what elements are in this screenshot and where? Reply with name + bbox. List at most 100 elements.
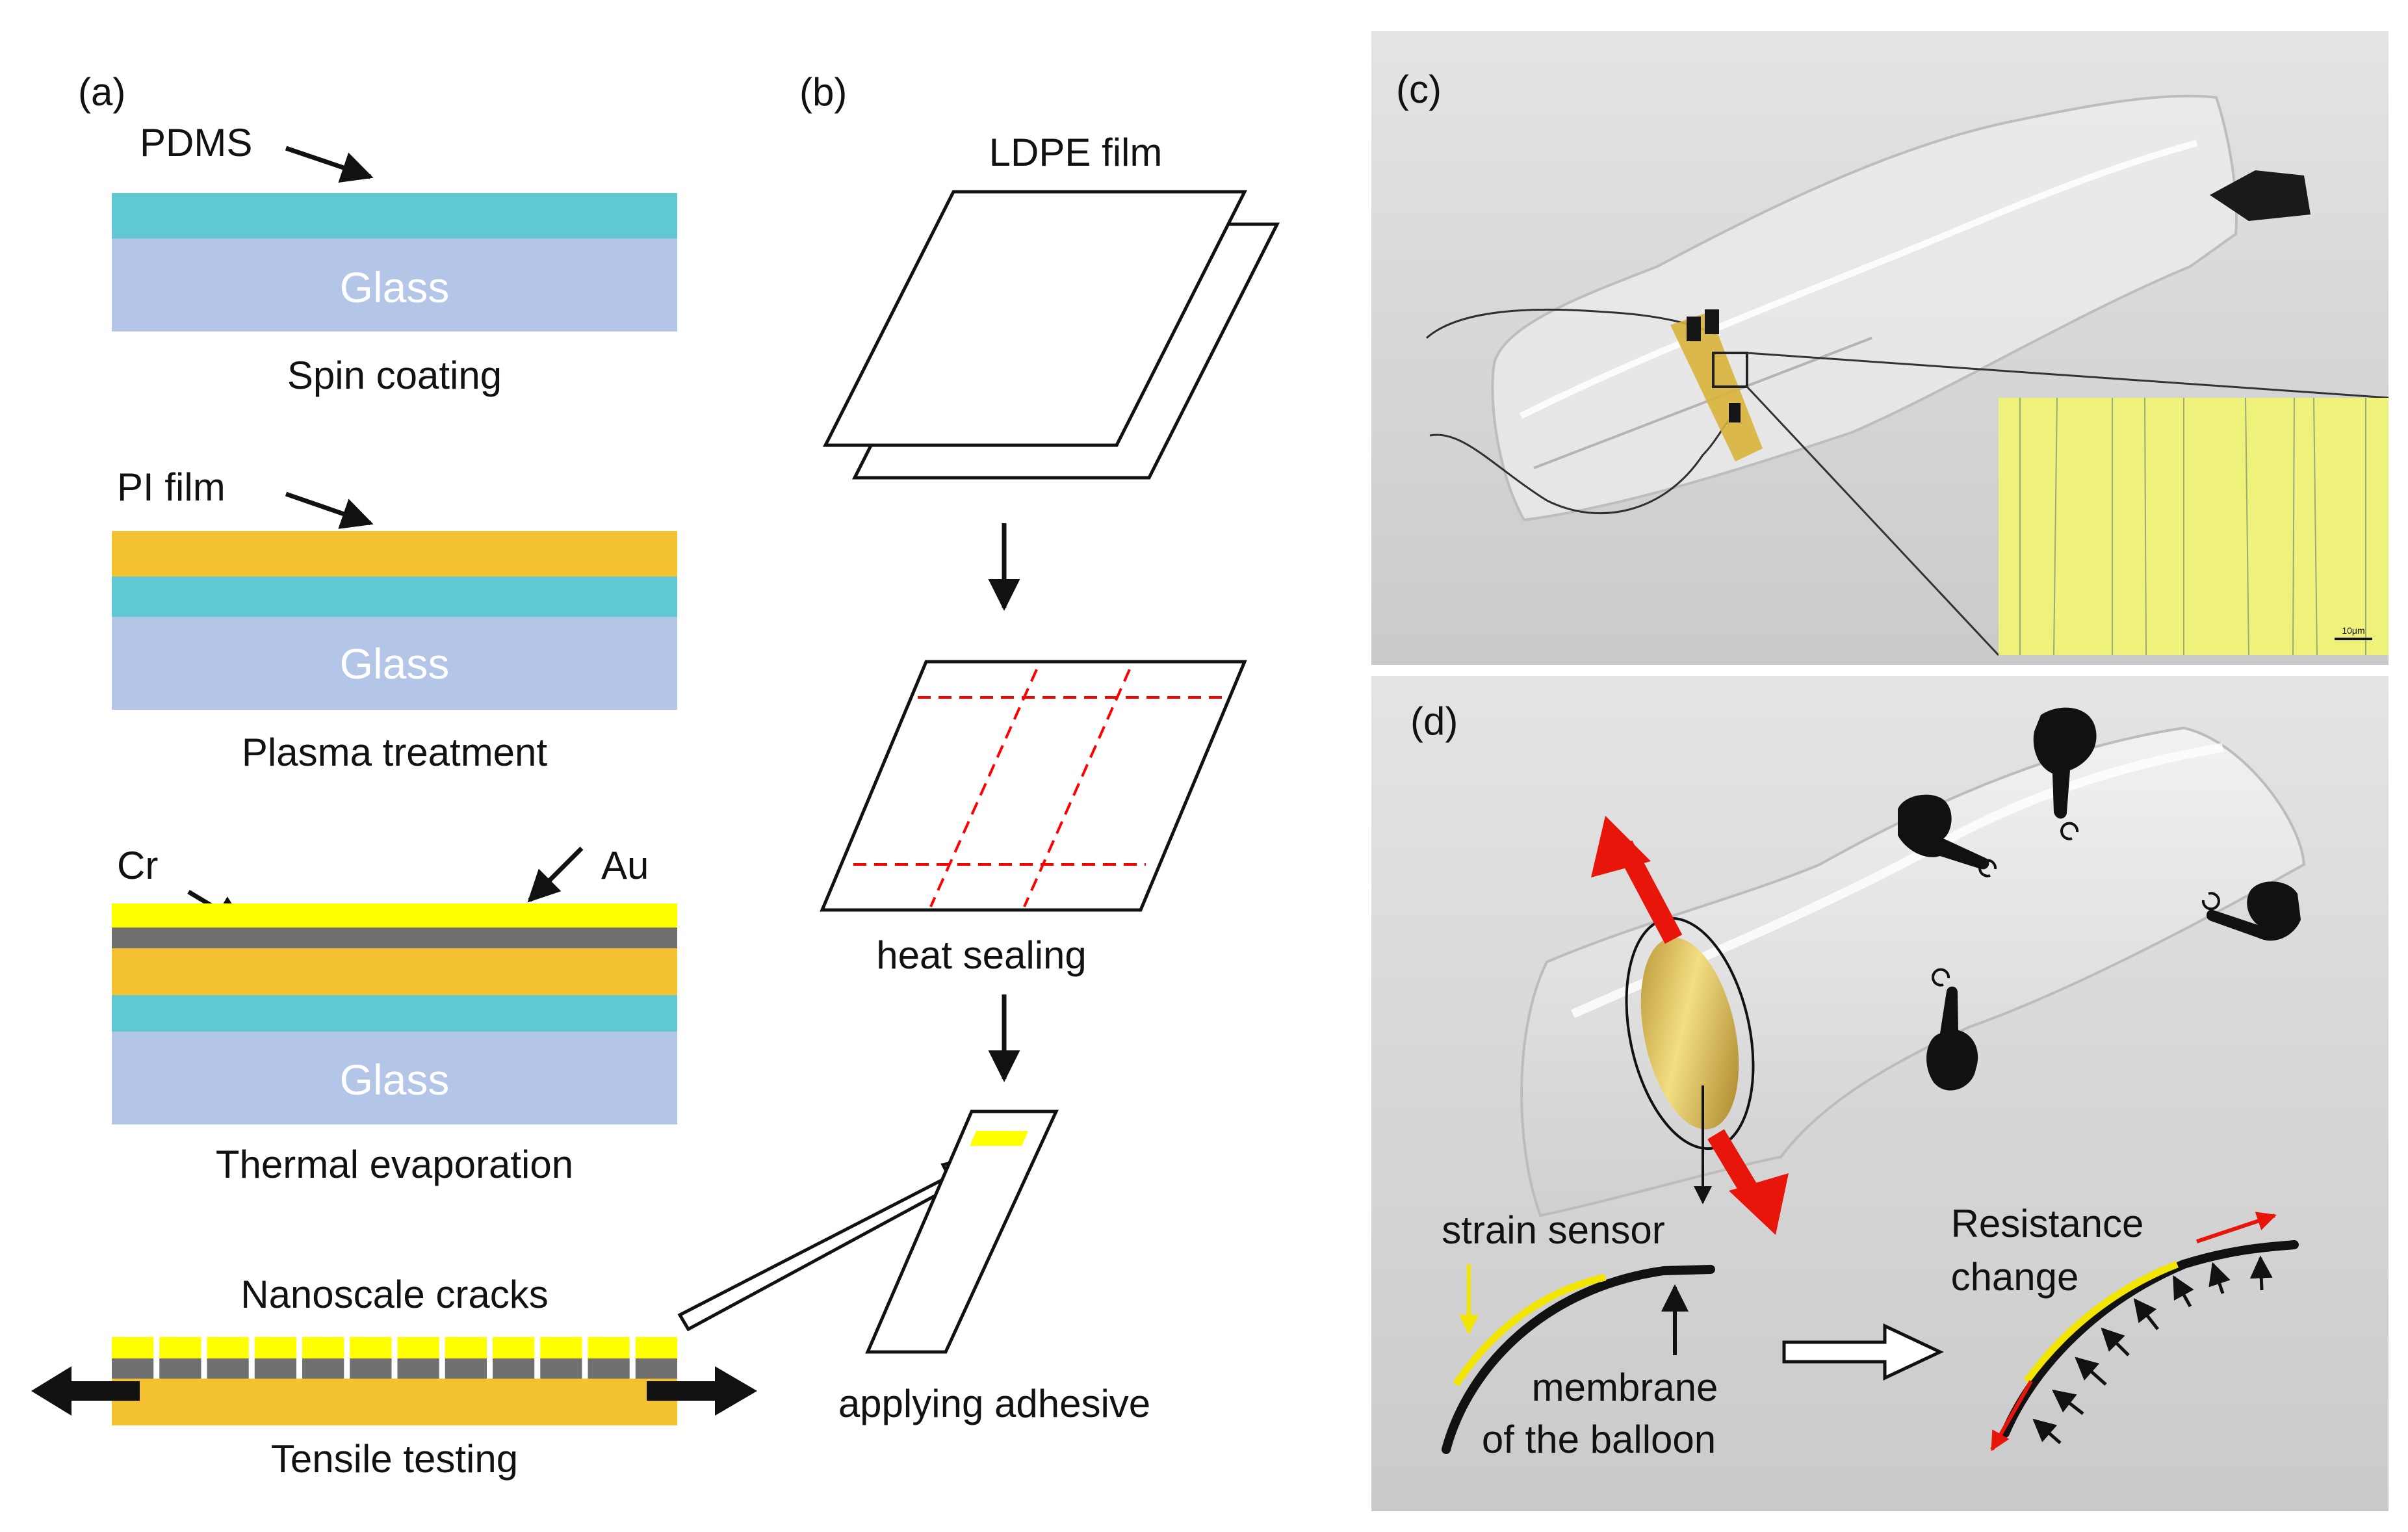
pull-right-arrow: [647, 1366, 757, 1416]
pi-film-label: PI film: [117, 465, 226, 509]
pi-film-layer: [112, 1379, 677, 1425]
strain-sensor-layer-curve: [1453, 1273, 1607, 1387]
membrane-label-line1: membrane: [1532, 1366, 1718, 1409]
strain-sensor-ring: [1640, 937, 1739, 1130]
pi-film-layer: [112, 531, 677, 577]
cracked-au-block: [445, 1337, 487, 1358]
cracked-au-block: [207, 1337, 249, 1358]
cracked-cr-block: [350, 1358, 392, 1379]
stretched-sensor-curve: [2023, 1260, 2179, 1384]
ldpe-film-front-sheet: [822, 190, 1248, 447]
glass-label: Glass: [340, 640, 450, 688]
sensor-electrode: [1729, 403, 1741, 422]
glass-substrate: [112, 617, 677, 710]
glass-substrate: [112, 1032, 677, 1124]
cracked-au-block: [493, 1337, 535, 1358]
glass-label: Glass: [340, 263, 450, 311]
press-hand-icon: [2201, 881, 2301, 941]
au-layer: [112, 903, 677, 928]
cracked-au-block: [397, 1337, 439, 1358]
panel-d-label: (d): [1410, 699, 1458, 743]
pressure-arrow: [2101, 1327, 2130, 1357]
stretch-red-arrow-down: [1990, 1380, 2033, 1451]
pi-film-pointer-arrow: [285, 491, 374, 529]
pi-film-layer: [112, 948, 677, 995]
balloon-highlight: [1519, 140, 2198, 419]
step-thermal-evaporation: Cr Au Glass Thermal evaporation: [112, 844, 677, 1186]
step-tensile-testing: Nanoscale cracks Tensile testing: [31, 1151, 995, 1481]
press-hand-icon: [2033, 707, 2097, 840]
cracked-cr-block: [445, 1358, 487, 1379]
press-hand-icon: [1926, 968, 1978, 1091]
step-caption-spin-coating: Spin coating: [287, 354, 502, 397]
pull-left-arrow: [31, 1366, 140, 1416]
au-pointer-arrow: [527, 846, 584, 903]
ldpe-film-label: LDPE film: [989, 131, 1163, 174]
cracked-au-block: [588, 1337, 630, 1358]
process-hollow-arrow: [1782, 1323, 1944, 1381]
pressure-arrow: [2208, 1262, 2231, 1294]
pressure-arrow: [2172, 1275, 2194, 1308]
cracked-cr-block: [635, 1358, 677, 1379]
cracked-au-block: [350, 1337, 392, 1358]
membrane-label-line2: of the balloon: [1482, 1418, 1716, 1461]
press-hand-icon: [1898, 794, 1997, 877]
pressure-arrow: [2075, 1357, 2107, 1386]
panel-a-label: (a): [78, 70, 125, 114]
balloon-strip: [865, 1110, 1059, 1354]
nanoscale-crack-lines: [2019, 397, 2366, 656]
zoom-line-bottom: [1746, 385, 2000, 656]
cracked-au-cr-layer: [112, 1337, 677, 1379]
resistance-label-line1: Resistance: [1951, 1202, 2144, 1245]
cracked-au-block: [635, 1337, 677, 1358]
cracked-au-block: [302, 1337, 344, 1358]
stretch-red-arrow-up: [2196, 1212, 2277, 1243]
cracked-au-block: [112, 1337, 154, 1358]
pdms-layer: [112, 193, 677, 239]
cr-layer: [112, 928, 677, 948]
step-caption-tensile-testing: Tensile testing: [271, 1437, 518, 1481]
glass-substrate: [112, 239, 677, 331]
stretch-arrow-head-down: [1729, 1173, 1789, 1235]
scale-bar-label: 10μm: [2342, 625, 2364, 636]
step-caption-thermal-evaporation: Thermal evaporation: [216, 1143, 573, 1186]
sealed-film-sheet: [820, 660, 1247, 912]
applying-adhesive-label: applying adhesive: [838, 1382, 1150, 1425]
resistance-label-line2: change: [1951, 1255, 2079, 1299]
seal-line-left: [929, 669, 1038, 907]
cr-label: Cr: [117, 844, 158, 887]
pressure-arrows: [2032, 1255, 2273, 1444]
zoom-line-top: [1746, 352, 2389, 399]
cracked-cr-block: [397, 1358, 439, 1379]
step-caption-plasma-treatment: Plasma treatment: [242, 731, 548, 774]
cracked-cr-block: [302, 1358, 344, 1379]
pressure-arrow: [2249, 1255, 2273, 1291]
cracked-au-block: [159, 1337, 201, 1358]
cracked-cr-block: [254, 1358, 296, 1379]
step-spin-coating: PDMS Glass Spin coating: [112, 121, 677, 397]
catheter-tube: [2210, 170, 2311, 221]
stretch-arrow-head-up: [1591, 816, 1651, 877]
balloon-crease: [1533, 337, 1872, 469]
pressure-arrow: [2052, 1389, 2084, 1415]
cracked-au-block: [254, 1337, 296, 1358]
au-label: Au: [601, 844, 649, 887]
sensor-electrode: [1687, 317, 1701, 341]
panel-b: (b) LDPE film heat sealing applying adhe…: [799, 70, 1280, 1425]
panel-c: (c) 10μm: [1371, 31, 2389, 665]
cracked-cr-block: [112, 1358, 154, 1379]
pdms-pointer-arrow: [285, 146, 374, 183]
strain-sensor-label: strain sensor: [1442, 1208, 1664, 1252]
heat-seal-lines: [853, 669, 1230, 907]
cracked-cr-block: [588, 1358, 630, 1379]
sensor-wire: [1429, 415, 1733, 515]
heat-sealing-label: heat sealing: [876, 933, 1087, 977]
cracked-cr-block: [159, 1358, 201, 1379]
zoom-box: [1712, 352, 1748, 388]
glass-label: Glass: [340, 1056, 450, 1104]
cracked-au-block: [540, 1337, 582, 1358]
sensor-electrode: [1705, 309, 1719, 334]
nanoscale-cracks-label: Nanoscale cracks: [240, 1273, 549, 1316]
panel-c-label: (c): [1396, 68, 1442, 111]
panel-a: (a) PDMS Glass Spin coating PI film Glas…: [31, 70, 995, 1481]
